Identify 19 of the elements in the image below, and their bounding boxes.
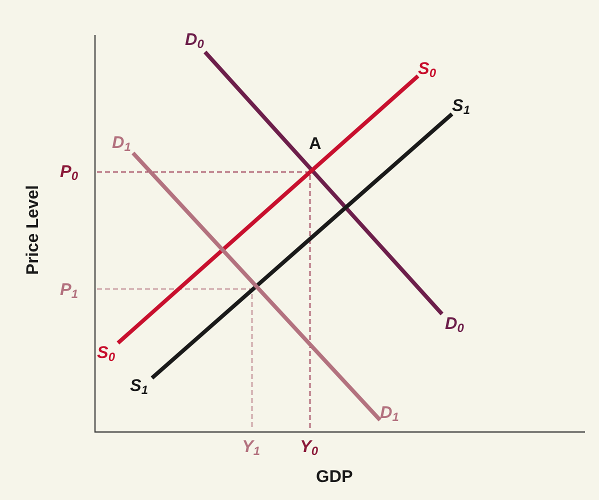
axis-title: Price Level: [22, 185, 43, 275]
curve-label: S$_{0}$: [418, 59, 436, 79]
supply-curve: [132, 152, 382, 422]
axis-label: Y$_{0}$: [300, 437, 318, 457]
curve-label: D$_{1}$: [380, 403, 399, 423]
curve-label: S$_{1}$: [452, 96, 470, 116]
curve-label: S$_{1}$: [130, 376, 148, 396]
curve-label: D$_{0}$: [445, 314, 464, 334]
curve-label: D$_{0}$: [185, 30, 204, 50]
axis-label: P$_{1}$: [60, 280, 78, 300]
demand-curve: [150, 112, 454, 380]
supply-curve: [116, 74, 420, 344]
axis-label: GDP: [316, 467, 353, 487]
demand-curve: [204, 50, 444, 316]
axis-label: Y$_{1}$: [242, 437, 260, 457]
curve-label: D$_{1}$: [112, 133, 131, 153]
curve-label: S$_{0}$: [97, 343, 116, 363]
axis-label: A: [309, 134, 322, 154]
axis-label: P$_{0}$: [60, 162, 78, 182]
